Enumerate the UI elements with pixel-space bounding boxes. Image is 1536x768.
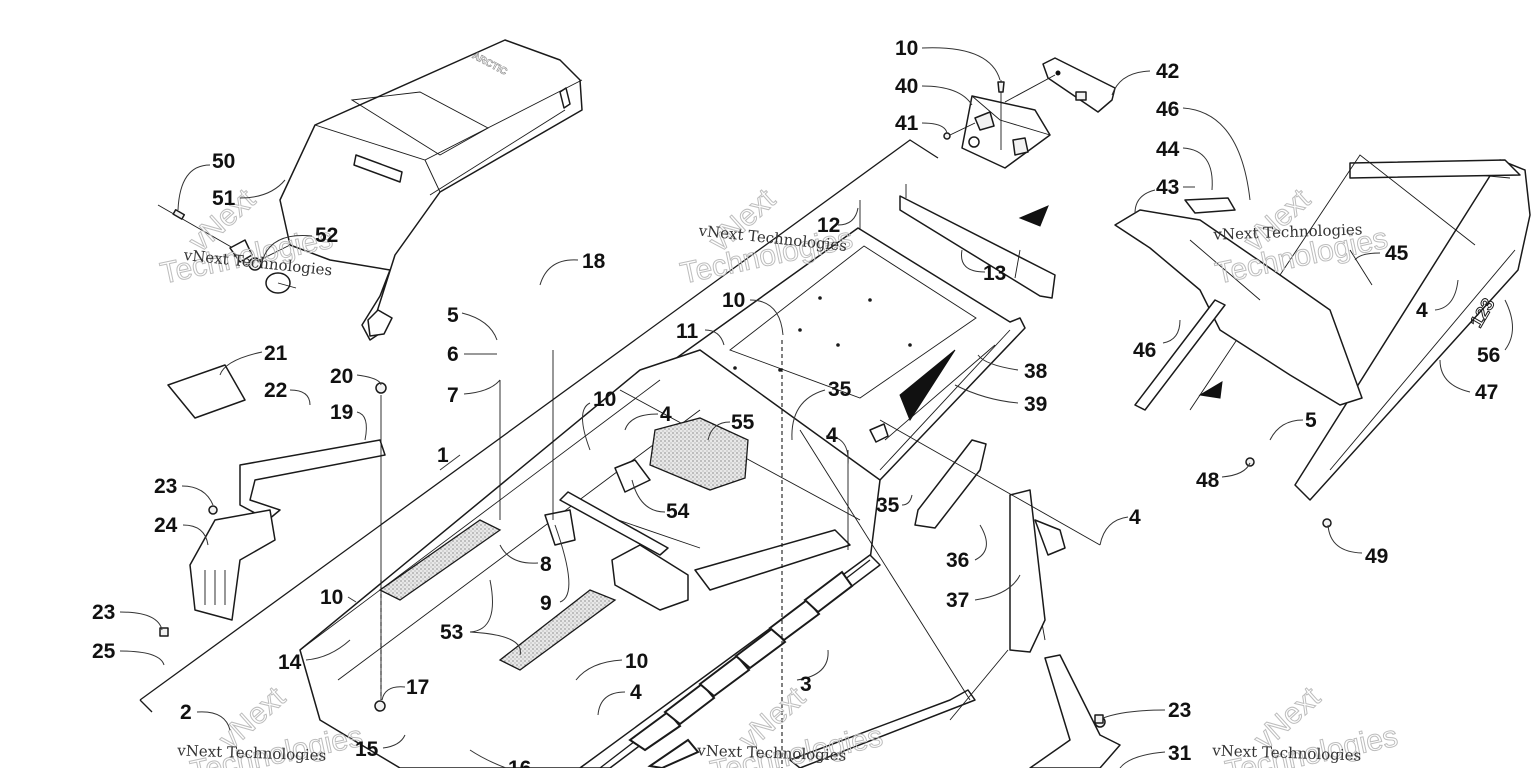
callout-7[interactable]: 7 — [447, 384, 459, 407]
seat-assembly: ARCTIC — [244, 39, 583, 341]
callout-3[interactable]: 3 — [800, 673, 812, 696]
callout-52[interactable]: 52 — [315, 224, 338, 247]
callouts: 10 40 41 42 46 44 43 45 4 56 47 46 50 51… — [92, 37, 1513, 768]
watermark: vNext Technologies vNext Technologies — [1212, 182, 1391, 291]
callout-5[interactable]: 5 — [1305, 409, 1317, 432]
left-bracket-parts — [167, 364, 386, 621]
taillight-assembly — [943, 57, 1116, 169]
seat-fasteners — [157, 204, 297, 294]
callout-56[interactable]: 56 — [1477, 344, 1500, 367]
callout-40[interactable]: 40 — [895, 75, 918, 98]
callout-25[interactable]: 25 — [92, 640, 116, 663]
callout-35[interactable]: 35 — [876, 494, 900, 517]
callout-17[interactable]: 17 — [406, 676, 429, 699]
callout-42[interactable]: 42 — [1156, 60, 1179, 83]
callout-31[interactable]: 31 — [1168, 742, 1192, 765]
rear-bumper: 123 — [1189, 154, 1531, 501]
callout-23[interactable]: 23 — [1168, 699, 1191, 722]
callout-1[interactable]: 1 — [437, 444, 449, 467]
callout-35[interactable]: 35 — [828, 378, 852, 401]
hitch-bracket — [1029, 654, 1121, 768]
callout-46[interactable]: 46 — [1133, 339, 1156, 362]
callout-15[interactable]: 15 — [355, 738, 379, 761]
callout-10[interactable]: 10 — [722, 289, 745, 312]
callout-4[interactable]: 4 — [1416, 299, 1428, 322]
callout-4[interactable]: 4 — [826, 424, 838, 447]
callout-9[interactable]: 9 — [540, 592, 552, 615]
callout-51[interactable]: 51 — [212, 187, 236, 210]
svg-text:vNext Technologies: vNext Technologies — [696, 741, 847, 764]
callout-49[interactable]: 49 — [1365, 545, 1388, 568]
callout-8[interactable]: 8 — [540, 553, 552, 576]
callout-2[interactable]: 2 — [180, 701, 192, 724]
callout-12[interactable]: 12 — [817, 214, 840, 237]
callout-38[interactable]: 38 — [1024, 360, 1048, 383]
callout-54[interactable]: 54 — [666, 500, 690, 523]
callout-4[interactable]: 4 — [660, 403, 672, 426]
callout-10[interactable]: 10 — [320, 586, 343, 609]
callout-55[interactable]: 55 — [731, 411, 755, 434]
callout-16[interactable]: 16 — [508, 757, 531, 768]
callout-5[interactable]: 5 — [447, 304, 459, 327]
side-trim — [789, 439, 1066, 768]
watermark: vNext Technologies vNext Technologies — [157, 182, 336, 291]
callout-43[interactable]: 43 — [1156, 176, 1179, 199]
callout-53[interactable]: 53 — [440, 621, 463, 644]
callout-6[interactable]: 6 — [447, 343, 459, 366]
callout-10[interactable]: 10 — [625, 650, 648, 673]
callout-20[interactable]: 20 — [330, 365, 353, 388]
callout-44[interactable]: 44 — [1156, 138, 1180, 161]
snow-flap — [1114, 197, 1373, 411]
callout-21[interactable]: 21 — [264, 342, 288, 365]
callout-36[interactable]: 36 — [946, 549, 969, 572]
callout-13[interactable]: 13 — [983, 262, 1006, 285]
callout-4[interactable]: 4 — [1129, 506, 1141, 529]
callout-10[interactable]: 10 — [895, 37, 918, 60]
callout-37[interactable]: 37 — [946, 589, 969, 612]
svg-text:vNext Technologies: vNext Technologies — [176, 741, 327, 764]
callout-50[interactable]: 50 — [212, 150, 235, 173]
callout-18[interactable]: 18 — [582, 250, 606, 273]
callout-24[interactable]: 24 — [154, 514, 178, 537]
callout-41[interactable]: 41 — [895, 112, 919, 135]
callout-48[interactable]: 48 — [1196, 469, 1220, 492]
svg-text:vNext Technologies: vNext Technologies — [1211, 741, 1362, 764]
callout-10[interactable]: 10 — [593, 388, 616, 411]
svg-text:vNext Technologies: vNext Technologies — [1212, 220, 1363, 243]
callout-4[interactable]: 4 — [630, 681, 642, 704]
callout-39[interactable]: 39 — [1024, 393, 1047, 416]
callout-46[interactable]: 46 — [1156, 98, 1179, 121]
fastener-lines — [159, 200, 1332, 768]
callout-45[interactable]: 45 — [1385, 242, 1409, 265]
callout-22[interactable]: 22 — [264, 379, 287, 402]
callout-47[interactable]: 47 — [1475, 381, 1498, 404]
tunnel-main — [299, 349, 881, 768]
callout-11[interactable]: 11 — [676, 320, 699, 343]
watermark: vNext Technologies vNext Technologies — [1211, 680, 1401, 768]
callout-23[interactable]: 23 — [92, 601, 115, 624]
callout-19[interactable]: 19 — [330, 401, 353, 424]
callout-14[interactable]: 14 — [278, 651, 302, 674]
running-board — [579, 554, 881, 768]
tunnel-group-bracket-lines — [139, 139, 939, 713]
callout-23[interactable]: 23 — [154, 475, 177, 498]
